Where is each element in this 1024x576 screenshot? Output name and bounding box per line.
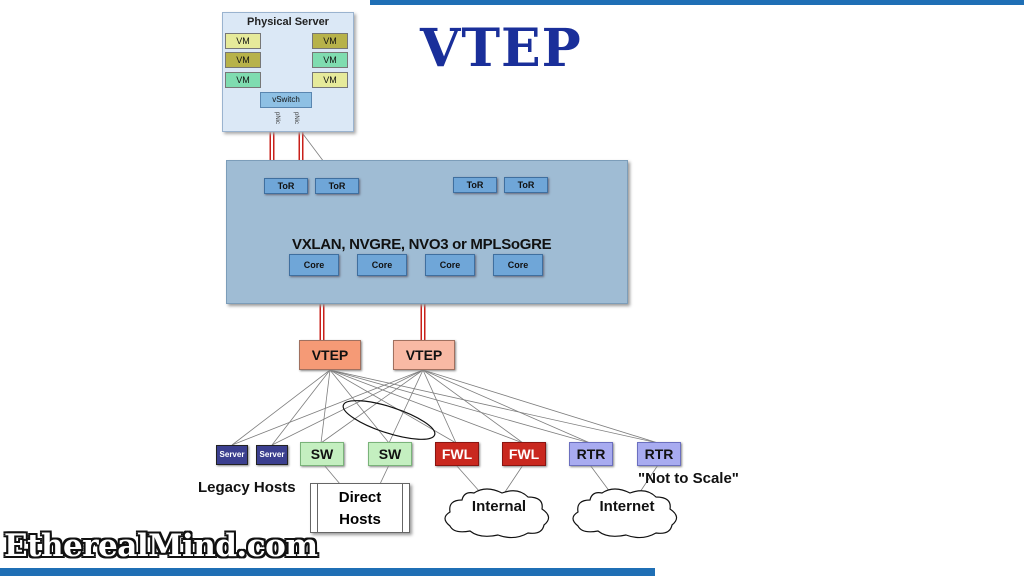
ethereal-mind-logo: EtherealMind.com: [4, 528, 318, 564]
firewall: FWL: [435, 442, 479, 466]
vtep-box: VTEP: [393, 340, 455, 370]
vm-box: VM: [312, 33, 348, 49]
sw-switch: SW: [300, 442, 344, 466]
core-switch: Core: [289, 254, 339, 276]
internet-cloud-label: Internet: [599, 498, 655, 515]
cloud-shapes: [444, 488, 678, 539]
router: RTR: [569, 442, 613, 466]
legacy-server: Server: [216, 445, 248, 465]
legacy-server: Server: [256, 445, 288, 465]
sw-switch: SW: [368, 442, 412, 466]
not-to-scale-label: "Not to Scale": [638, 470, 739, 487]
internal-cloud-label: Internal: [471, 498, 527, 515]
fabric-label: VXLAN, NVGRE, NVO3 or MPLSoGRE: [292, 236, 552, 253]
firewall: FWL: [502, 442, 546, 466]
vm-box: VM: [312, 52, 348, 68]
tor-switch: ToR: [315, 178, 359, 194]
tor-switch: ToR: [453, 177, 497, 193]
legacy-hosts-label: Legacy Hosts: [198, 479, 296, 496]
physical-server-title: Physical Server: [247, 16, 329, 28]
core-switch: Core: [357, 254, 407, 276]
router: RTR: [637, 442, 681, 466]
bottom-accent-bar: [0, 568, 655, 576]
direct-hosts-box: Direct Hosts: [310, 483, 410, 533]
vm-box: VM: [225, 33, 261, 49]
direct-hosts-line1: Direct: [338, 489, 382, 506]
vm-box: VM: [225, 72, 261, 88]
fabric-cloud: [226, 160, 628, 304]
vtep-box: VTEP: [299, 340, 361, 370]
tor-switch: ToR: [504, 177, 548, 193]
vm-box: VM: [312, 72, 348, 88]
vswitch: vSwitch: [260, 92, 312, 108]
top-accent-bar: [370, 0, 1024, 5]
tor-switch: ToR: [264, 178, 308, 194]
pnic-label: pNic: [274, 112, 280, 125]
core-switch: Core: [493, 254, 543, 276]
core-switch: Core: [425, 254, 475, 276]
vm-box: VM: [225, 52, 261, 68]
direct-hosts-line2: Hosts: [339, 511, 381, 528]
pnic-label: pNic: [293, 112, 299, 125]
slide-title: VTEP: [420, 18, 582, 79]
